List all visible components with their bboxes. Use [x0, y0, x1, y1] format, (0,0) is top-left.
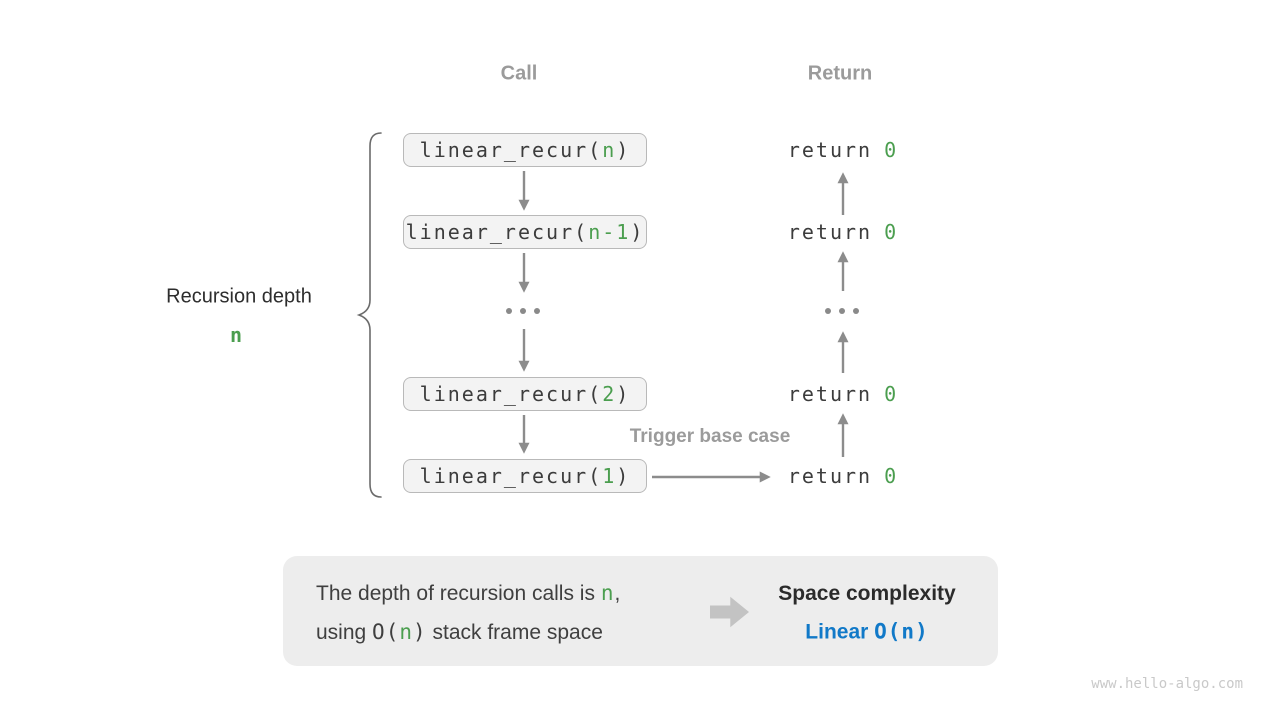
- call-ellipsis-dots: [506, 308, 540, 314]
- call-column-header: Call: [500, 62, 538, 85]
- code-prefix: linear_recur(: [419, 138, 603, 162]
- summary-line1-text: The depth of recursion calls is: [316, 582, 601, 605]
- dot: [853, 308, 859, 314]
- summary-line-1: The depth of recursion calls is n,: [316, 581, 620, 606]
- return-row-3: return 0: [788, 382, 898, 406]
- call-box-1: linear_recur(1): [403, 459, 647, 493]
- dot: [825, 308, 831, 314]
- call-box-n: linear_recur(n): [403, 133, 647, 167]
- return-keyword: return: [787, 138, 873, 162]
- return-value: 0: [884, 138, 899, 162]
- return-ellipsis-dots: [825, 308, 859, 314]
- recursion-depth-label: Recursion depth: [166, 285, 312, 308]
- summary-line2-var: n: [399, 620, 413, 644]
- trigger-base-case-label: Trigger base case: [629, 426, 791, 447]
- code-suffix: ): [630, 220, 645, 244]
- code-arg: n-1: [588, 220, 631, 244]
- code-suffix: ): [616, 382, 631, 406]
- return-value: 0: [884, 220, 899, 244]
- summary-line2-start: using: [316, 621, 373, 644]
- complexity-notation: O(n): [874, 619, 929, 644]
- recursion-depth-brace: [356, 132, 382, 498]
- return-value: 0: [884, 382, 899, 406]
- summary-line1-var: n: [600, 581, 615, 605]
- recursion-depth-value: n: [229, 323, 245, 347]
- code-prefix: linear_recur(: [405, 220, 589, 244]
- return-row-1: return 0: [788, 138, 898, 162]
- code-arg: 2: [602, 382, 617, 406]
- return-column-header: Return: [807, 62, 873, 85]
- call-box-2: linear_recur(2): [403, 377, 647, 411]
- code-arg: 1: [602, 464, 617, 488]
- dot: [534, 308, 540, 314]
- return-keyword: return: [787, 220, 873, 244]
- watermark: www.hello-algo.com: [1091, 676, 1243, 692]
- space-complexity-title: Space complexity: [778, 582, 956, 605]
- code-arg: n: [602, 138, 617, 162]
- summary-line2-code-open: O(: [372, 620, 400, 644]
- dot: [520, 308, 526, 314]
- summary-line-2: using O(n) stack frame space: [316, 620, 603, 645]
- summary-line2-code-close: ): [413, 620, 427, 644]
- return-keyword: return: [787, 382, 873, 406]
- summary-line2-end: stack frame space: [426, 621, 603, 644]
- code-suffix: ): [616, 138, 631, 162]
- summary-panel: [283, 556, 998, 666]
- return-keyword: return: [787, 464, 873, 488]
- return-row-2: return 0: [788, 220, 898, 244]
- code-suffix: ): [616, 464, 631, 488]
- code-prefix: linear_recur(: [419, 382, 603, 406]
- return-value: 0: [884, 464, 899, 488]
- dot: [506, 308, 512, 314]
- space-complexity-value: Linear O(n): [805, 620, 928, 645]
- call-box-n-1: linear_recur(n-1): [403, 215, 647, 249]
- return-row-4: return 0: [788, 464, 898, 488]
- summary-line1-end: ,: [614, 582, 621, 605]
- complexity-class-label: Linear: [805, 620, 875, 644]
- code-prefix: linear_recur(: [419, 464, 603, 488]
- dot: [839, 308, 845, 314]
